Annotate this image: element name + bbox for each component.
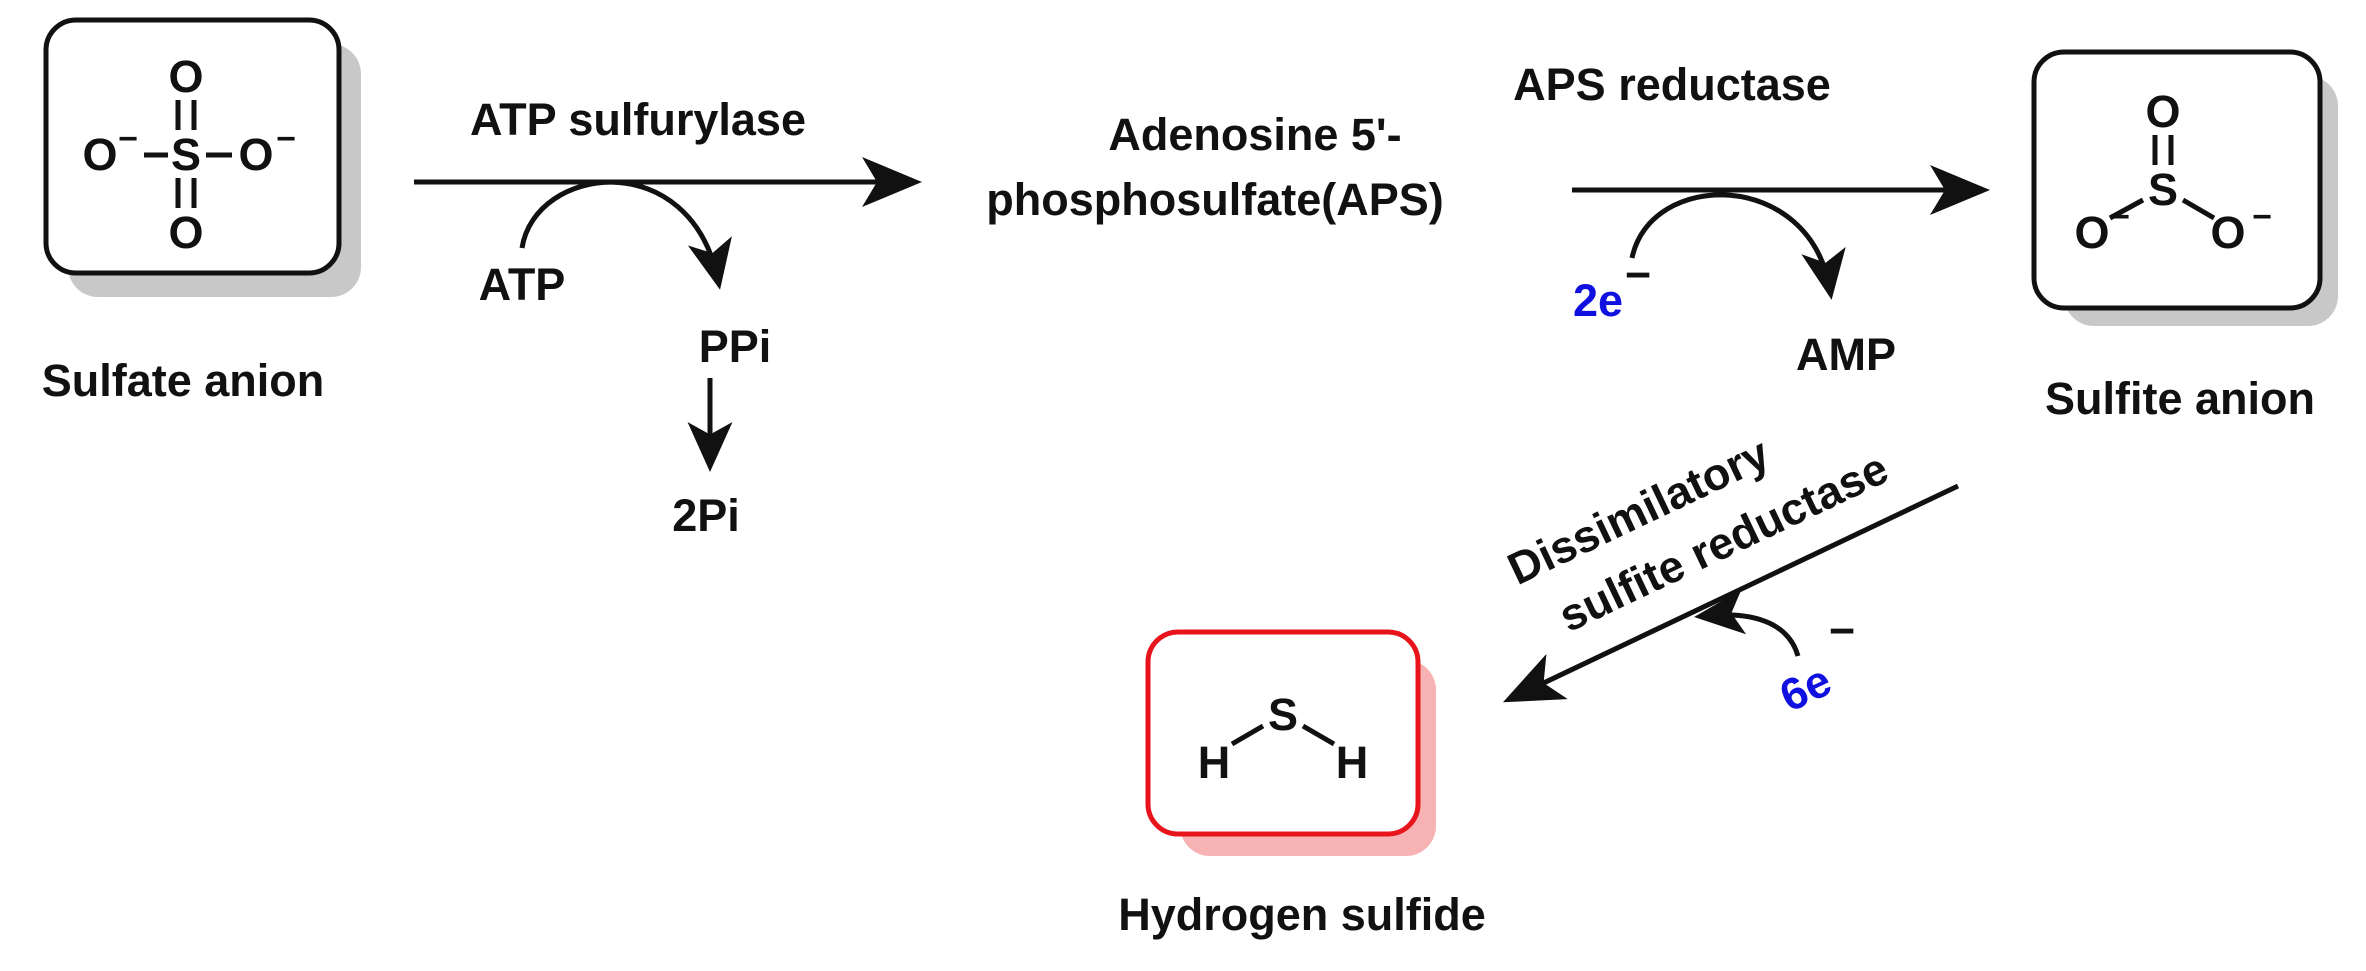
sulfate-anion: O S O O − O − <box>43 17 361 297</box>
step3-electrons: 6e <box>1772 654 1839 722</box>
step2-curved-arrow <box>1629 192 1846 300</box>
aps-species: Adenosine 5'- phosphosulfate(APS) <box>986 109 1444 225</box>
step2-aps-reductase: APS reductase 2e − AMP <box>1513 59 1990 380</box>
sulfate-s: S <box>171 129 201 180</box>
h2s-bond-left <box>1230 723 1265 747</box>
sulfate-o-right: O <box>238 129 273 180</box>
sulfite-anion: O S O − O − <box>2031 49 2338 326</box>
sulfate-o-right-charge: − <box>276 120 296 158</box>
step2-electron-charge: − <box>1625 249 1651 300</box>
step2-enzyme-label: APS reductase <box>1513 59 1831 110</box>
step1-enzyme-label: ATP sulfurylase <box>470 94 806 145</box>
sulfate-o-top: O <box>168 51 203 102</box>
h2s-h-right: H <box>1336 737 1369 788</box>
sulfate-anion-label: Sulfate anion <box>42 355 325 406</box>
hydrogen-sulfide: S H H <box>1145 629 1436 856</box>
step1-ppi-label: PPi <box>699 321 772 372</box>
h2s-bond-right <box>1301 723 1336 747</box>
aps-label-line2: phosphosulfate(APS) <box>986 174 1444 225</box>
h2s-s: S <box>1268 689 1298 740</box>
step1-2pi-label: 2Pi <box>672 490 740 541</box>
step2-amp-label: AMP <box>1796 329 1896 380</box>
sulfate-box <box>43 17 342 276</box>
step1-atp-label: ATP <box>479 259 566 310</box>
step3-electron-charge: − <box>1829 605 1855 656</box>
hydrogen-sulfide-label: Hydrogen sulfide <box>1118 889 1486 940</box>
step3-curved-arrow <box>1694 589 1801 657</box>
sulfite-o-right-charge: − <box>2252 198 2272 236</box>
sulfite-o-left: O <box>2074 207 2109 258</box>
sulfite-bond-left <box>2108 197 2145 221</box>
sulfite-s: S <box>2148 164 2178 215</box>
h2s-box <box>1145 629 1421 837</box>
sulfite-o-right: O <box>2210 207 2245 258</box>
sulfite-box <box>2031 49 2323 311</box>
step3-dissimilatory-sulfite-reductase: Dissimilatory sulfite reductase 6e − <box>1500 427 1960 722</box>
sulfite-bond-right <box>2181 197 2216 221</box>
step2-electrons: 2e <box>1573 275 1623 326</box>
sulfate-o-bottom: O <box>168 207 203 258</box>
h2s-h-left: H <box>1198 737 1231 788</box>
sulfite-anion-label: Sulfite anion <box>2045 373 2315 424</box>
aps-label-line1: Adenosine 5'- <box>1108 109 1401 160</box>
sulfate-o-left-charge: − <box>118 120 138 158</box>
step1-curved-arrow <box>519 179 732 290</box>
sulfate-o-left: O <box>82 129 117 180</box>
step1-atp-sulfurylase: ATP sulfurylase ATP PPi 2Pi <box>414 94 922 541</box>
sulfite-o-top: O <box>2145 86 2180 137</box>
sulfite-o-left-charge: − <box>2110 198 2130 236</box>
